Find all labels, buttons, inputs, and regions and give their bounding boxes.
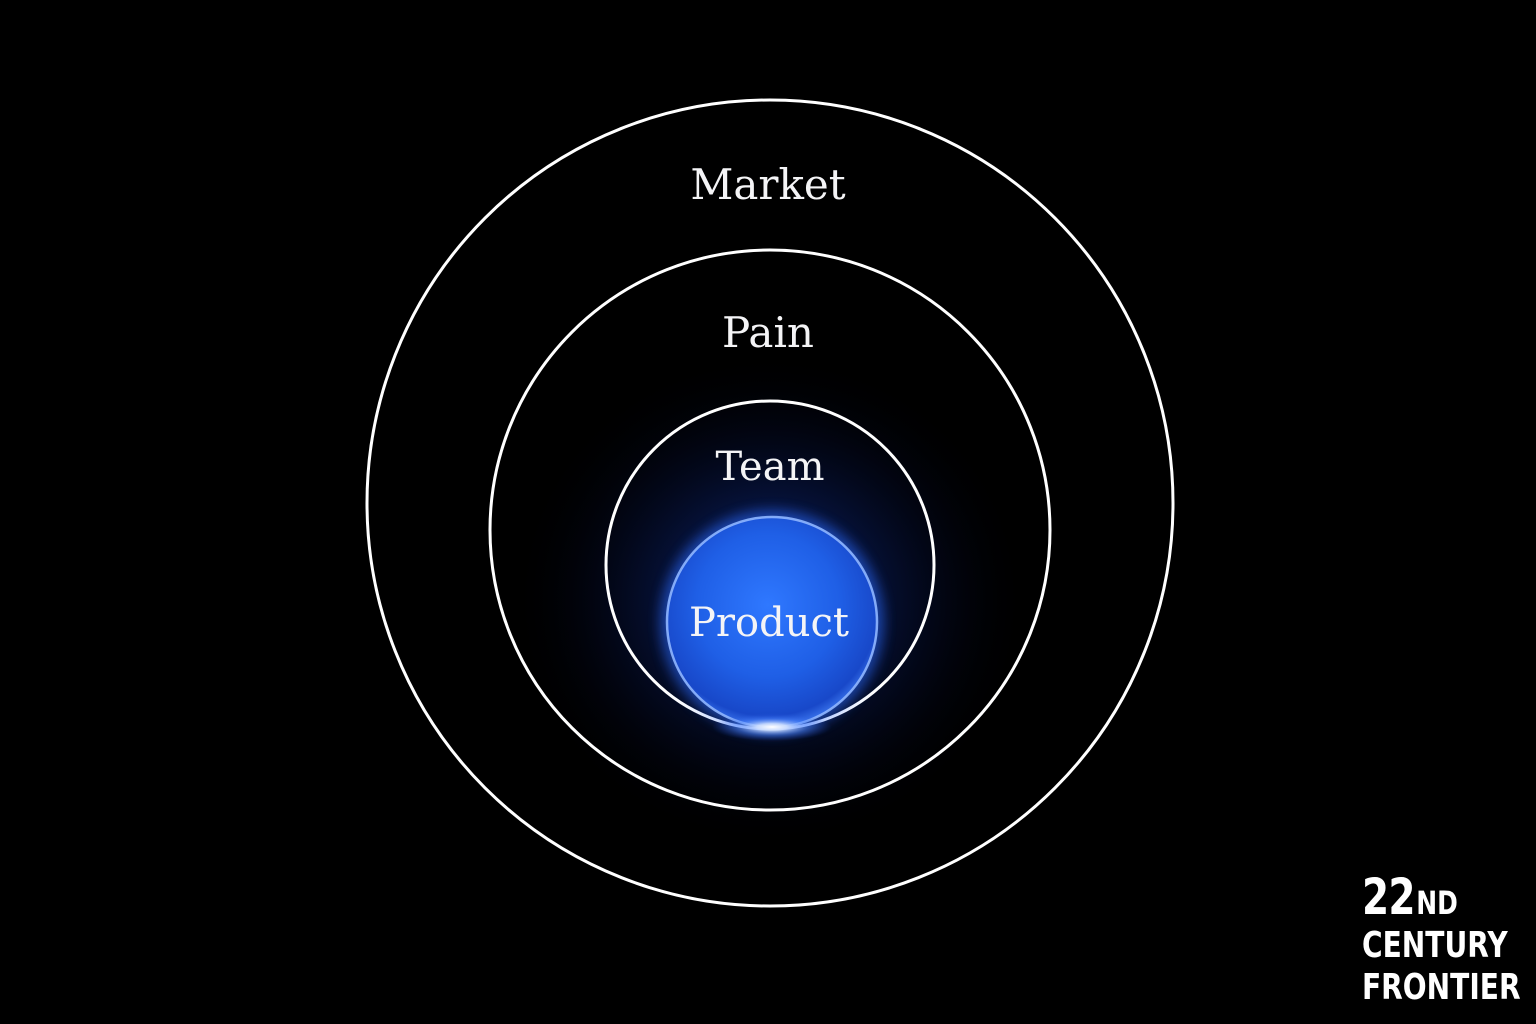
- label-pain: Pain: [722, 308, 814, 357]
- ring-market: [365, 98, 1175, 908]
- core-bottom-flare: [712, 713, 832, 741]
- label-team: Team: [715, 444, 824, 490]
- logo-frontier: FRONTIER: [1362, 967, 1521, 1008]
- core-circle: [667, 517, 877, 727]
- ring-pain: [488, 248, 1052, 812]
- brand-logo: 22ND CENTURY FRONTIER: [1362, 872, 1521, 1008]
- label-market: Market: [690, 160, 845, 209]
- logo-number: 22: [1362, 868, 1415, 926]
- label-product: Product: [689, 600, 849, 646]
- logo-number-line: 22ND: [1362, 872, 1463, 922]
- logo-suffix: ND: [1416, 884, 1458, 922]
- logo-century: CENTURY: [1362, 925, 1508, 966]
